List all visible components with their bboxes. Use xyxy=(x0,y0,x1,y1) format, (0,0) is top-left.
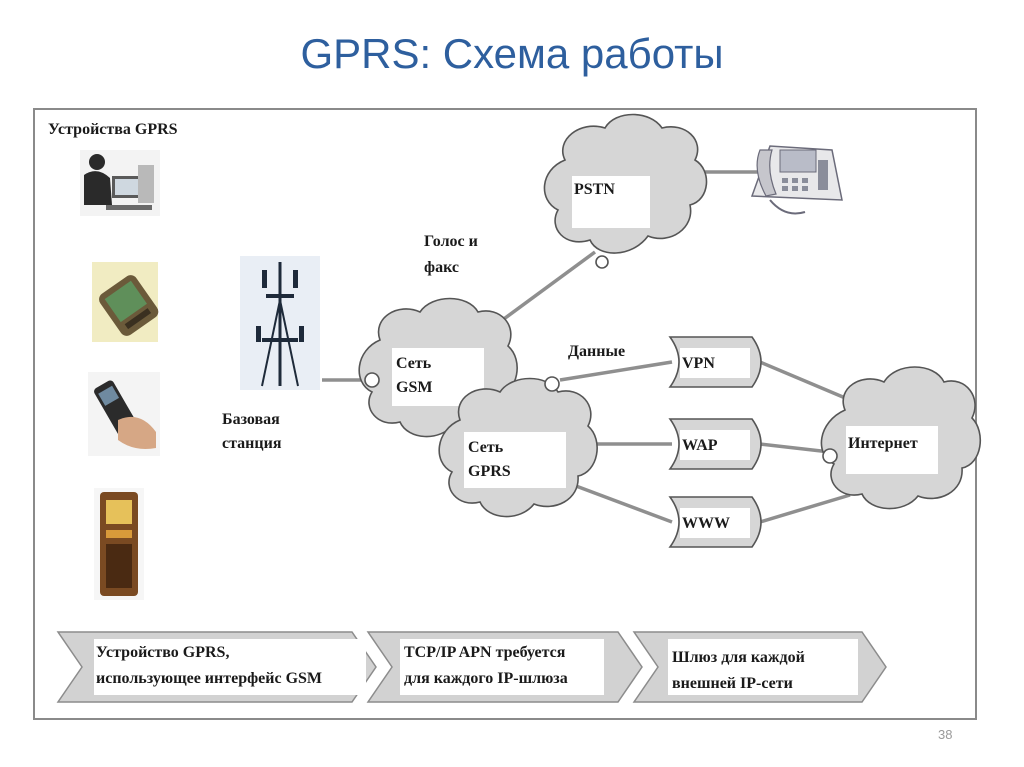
step-1-line1: Устройство GPRS, xyxy=(96,644,230,661)
base-station-label-line2: станция xyxy=(222,435,282,452)
data-label: Данные xyxy=(568,343,626,360)
wap-gateway xyxy=(668,418,762,470)
gsm-label-line2: GSM xyxy=(396,379,433,396)
gprs-label-line1: Сеть xyxy=(468,439,504,456)
voice-fax-label-line1: Голос и xyxy=(424,233,478,250)
mobile-phone-icon xyxy=(88,372,160,456)
step-3-line2: внешней IP-сети xyxy=(672,675,793,692)
voice-fax-label-line2: факс xyxy=(424,259,459,276)
slide-number: 38 xyxy=(938,727,953,742)
wap-label: WAP xyxy=(682,437,718,454)
www-label: WWW xyxy=(682,515,730,532)
cell-tower-icon xyxy=(240,256,320,390)
desk-telephone-icon xyxy=(750,145,843,215)
wap-to-internet-link xyxy=(759,442,831,454)
step-3-line1: Шлюз для каждой xyxy=(672,649,805,666)
internet-label: Интернет xyxy=(848,435,918,452)
pstn-label: PSTN xyxy=(574,181,615,198)
desktop-user-icon xyxy=(80,150,160,216)
step-2-line1: TCP/IP APN требуется xyxy=(404,644,566,661)
www-to-internet-link xyxy=(759,493,851,524)
base-station-label-line1: Базовая xyxy=(222,411,280,428)
gprs-to-vpn-link xyxy=(559,360,673,382)
www-gateway xyxy=(668,496,762,548)
handheld-pda-icon xyxy=(92,262,159,342)
vpn-gateway xyxy=(668,336,762,388)
gprs-cloud xyxy=(438,376,598,518)
gprs-to-www-link xyxy=(559,478,673,524)
gprs-label-line2: GPRS xyxy=(468,463,511,480)
process-arrows xyxy=(56,631,887,703)
step-1-line2: использующее интерфейс GSM xyxy=(96,670,323,687)
gsm-label-line1: Сеть xyxy=(396,355,432,372)
vpn-label: VPN xyxy=(682,355,715,372)
vpn-to-internet-link xyxy=(759,360,851,402)
devices-label: Устройства GPRS xyxy=(48,121,178,138)
step-2-line2: для каждого IP-шлюза xyxy=(404,670,568,687)
kiosk-terminal-icon xyxy=(94,488,144,600)
pstn-cloud xyxy=(543,113,708,269)
internet-cloud xyxy=(820,366,981,510)
slide-title: GPRS: Схема работы xyxy=(300,30,724,77)
